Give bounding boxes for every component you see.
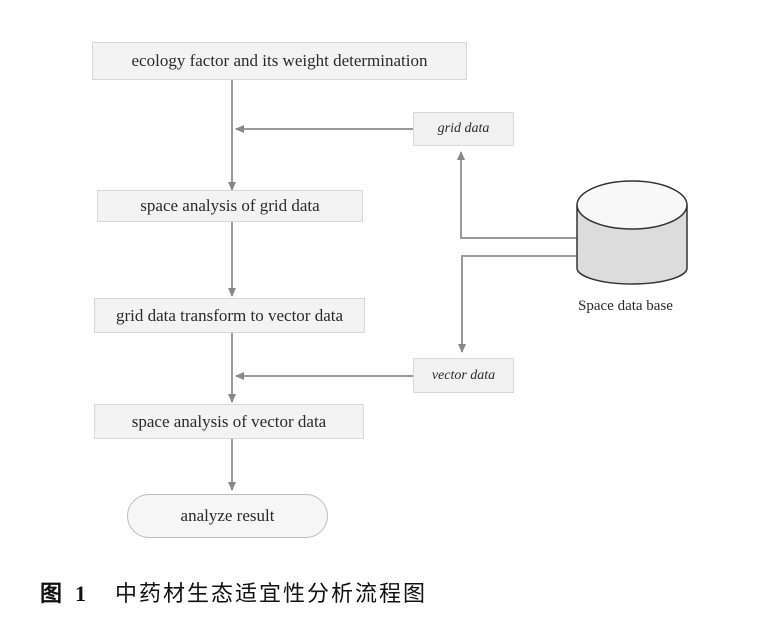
node-vector-data: vector data: [413, 358, 514, 393]
figure-caption-text: 中药材生态适宜性分析流程图: [115, 582, 428, 607]
node-space-analysis-grid: space analysis of grid data: [97, 190, 363, 222]
node-grid-transform-vector: grid data transform to vector data: [94, 298, 365, 333]
node-space-analysis-vector: space analysis of vector data: [94, 404, 364, 439]
edge-database-to-vector-data: [458, 255, 577, 353]
database-label: Space data base: [578, 298, 673, 314]
node-analyze-result: analyze result: [127, 494, 328, 538]
figure-label: 图: [40, 581, 63, 607]
connector-layer: [228, 80, 688, 491]
node-grid-data: grid data: [413, 112, 514, 146]
figure-caption: 图 1 中药材生态适宜性分析流程图: [40, 576, 427, 608]
edge-database-to-grid-data: [457, 151, 577, 239]
node-ecology-factor: ecology factor and its weight determinat…: [92, 42, 467, 80]
figure-number: 1: [75, 581, 87, 606]
database-cylinder-icon: [576, 180, 688, 285]
flowchart: ecology factor and its weight determinat…: [92, 42, 688, 538]
